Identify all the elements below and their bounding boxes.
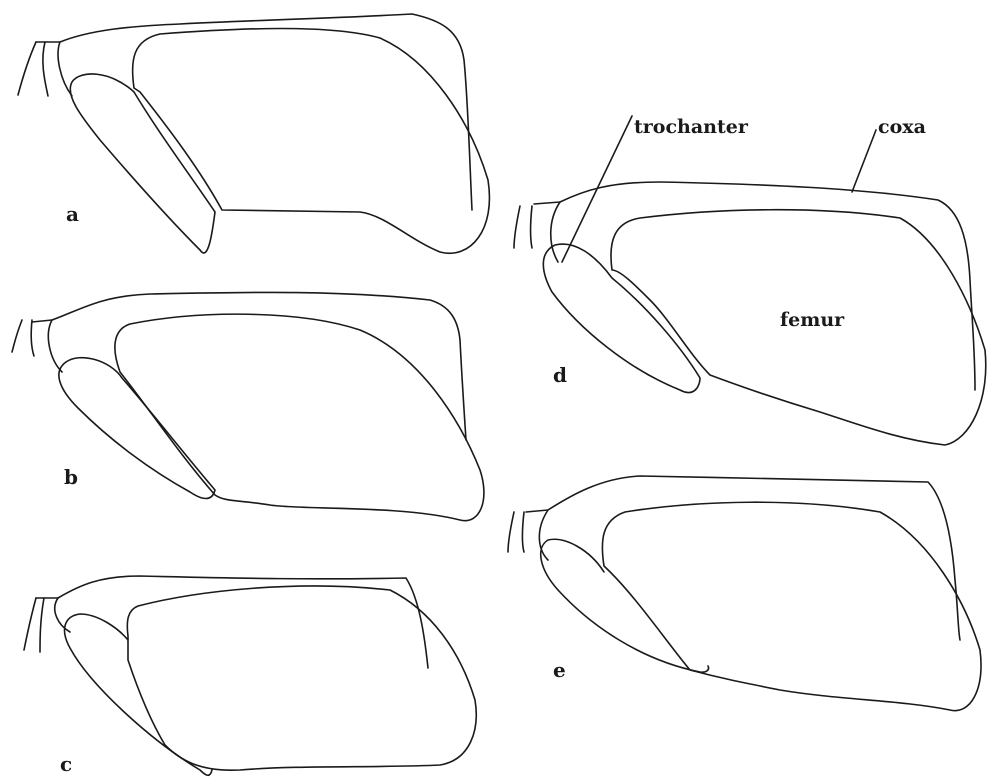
base-left-d — [514, 206, 520, 248]
femur-label: femur — [780, 309, 845, 331]
base-left-c — [24, 598, 36, 650]
coxa-a — [36, 14, 472, 210]
base-left-a — [18, 42, 36, 95]
femur-b — [115, 314, 484, 520]
base-right-b — [31, 320, 34, 356]
panel-d-drawing — [514, 116, 986, 445]
femur-c — [127, 586, 476, 770]
base-right-a — [43, 42, 48, 96]
trochanter-b — [59, 358, 215, 499]
trochanter-c — [65, 614, 212, 775]
femur-e — [602, 502, 981, 710]
coxa-label: coxa — [878, 116, 926, 138]
base-left-e — [508, 512, 514, 552]
panel-label-c: c — [60, 752, 72, 776]
panel-e-drawing — [508, 476, 981, 711]
base-right-c — [40, 598, 44, 652]
coxa-e — [526, 476, 960, 640]
trochanter-label: trochanter — [634, 116, 749, 138]
trochanter-e — [541, 539, 709, 672]
base-right-d — [531, 206, 533, 248]
coxa-inner-c — [55, 598, 70, 632]
trochanter-leader-line — [562, 116, 632, 262]
base-right-e — [523, 512, 525, 552]
base-left-b — [12, 320, 22, 352]
coxa-inner-d — [551, 202, 560, 262]
coxa-leader-line — [852, 130, 876, 192]
panel-b-drawing — [12, 292, 484, 520]
panel-label-a: a — [66, 202, 79, 226]
coxa-d — [534, 182, 975, 390]
panel-label-d: d — [553, 363, 567, 387]
panel-c-drawing — [24, 576, 476, 775]
panel-label-b: b — [64, 465, 78, 489]
panel-label-e: e — [553, 658, 566, 682]
panel-a-drawing — [18, 14, 489, 253]
femur-a — [133, 29, 490, 254]
coxa-inner-b — [48, 320, 62, 372]
